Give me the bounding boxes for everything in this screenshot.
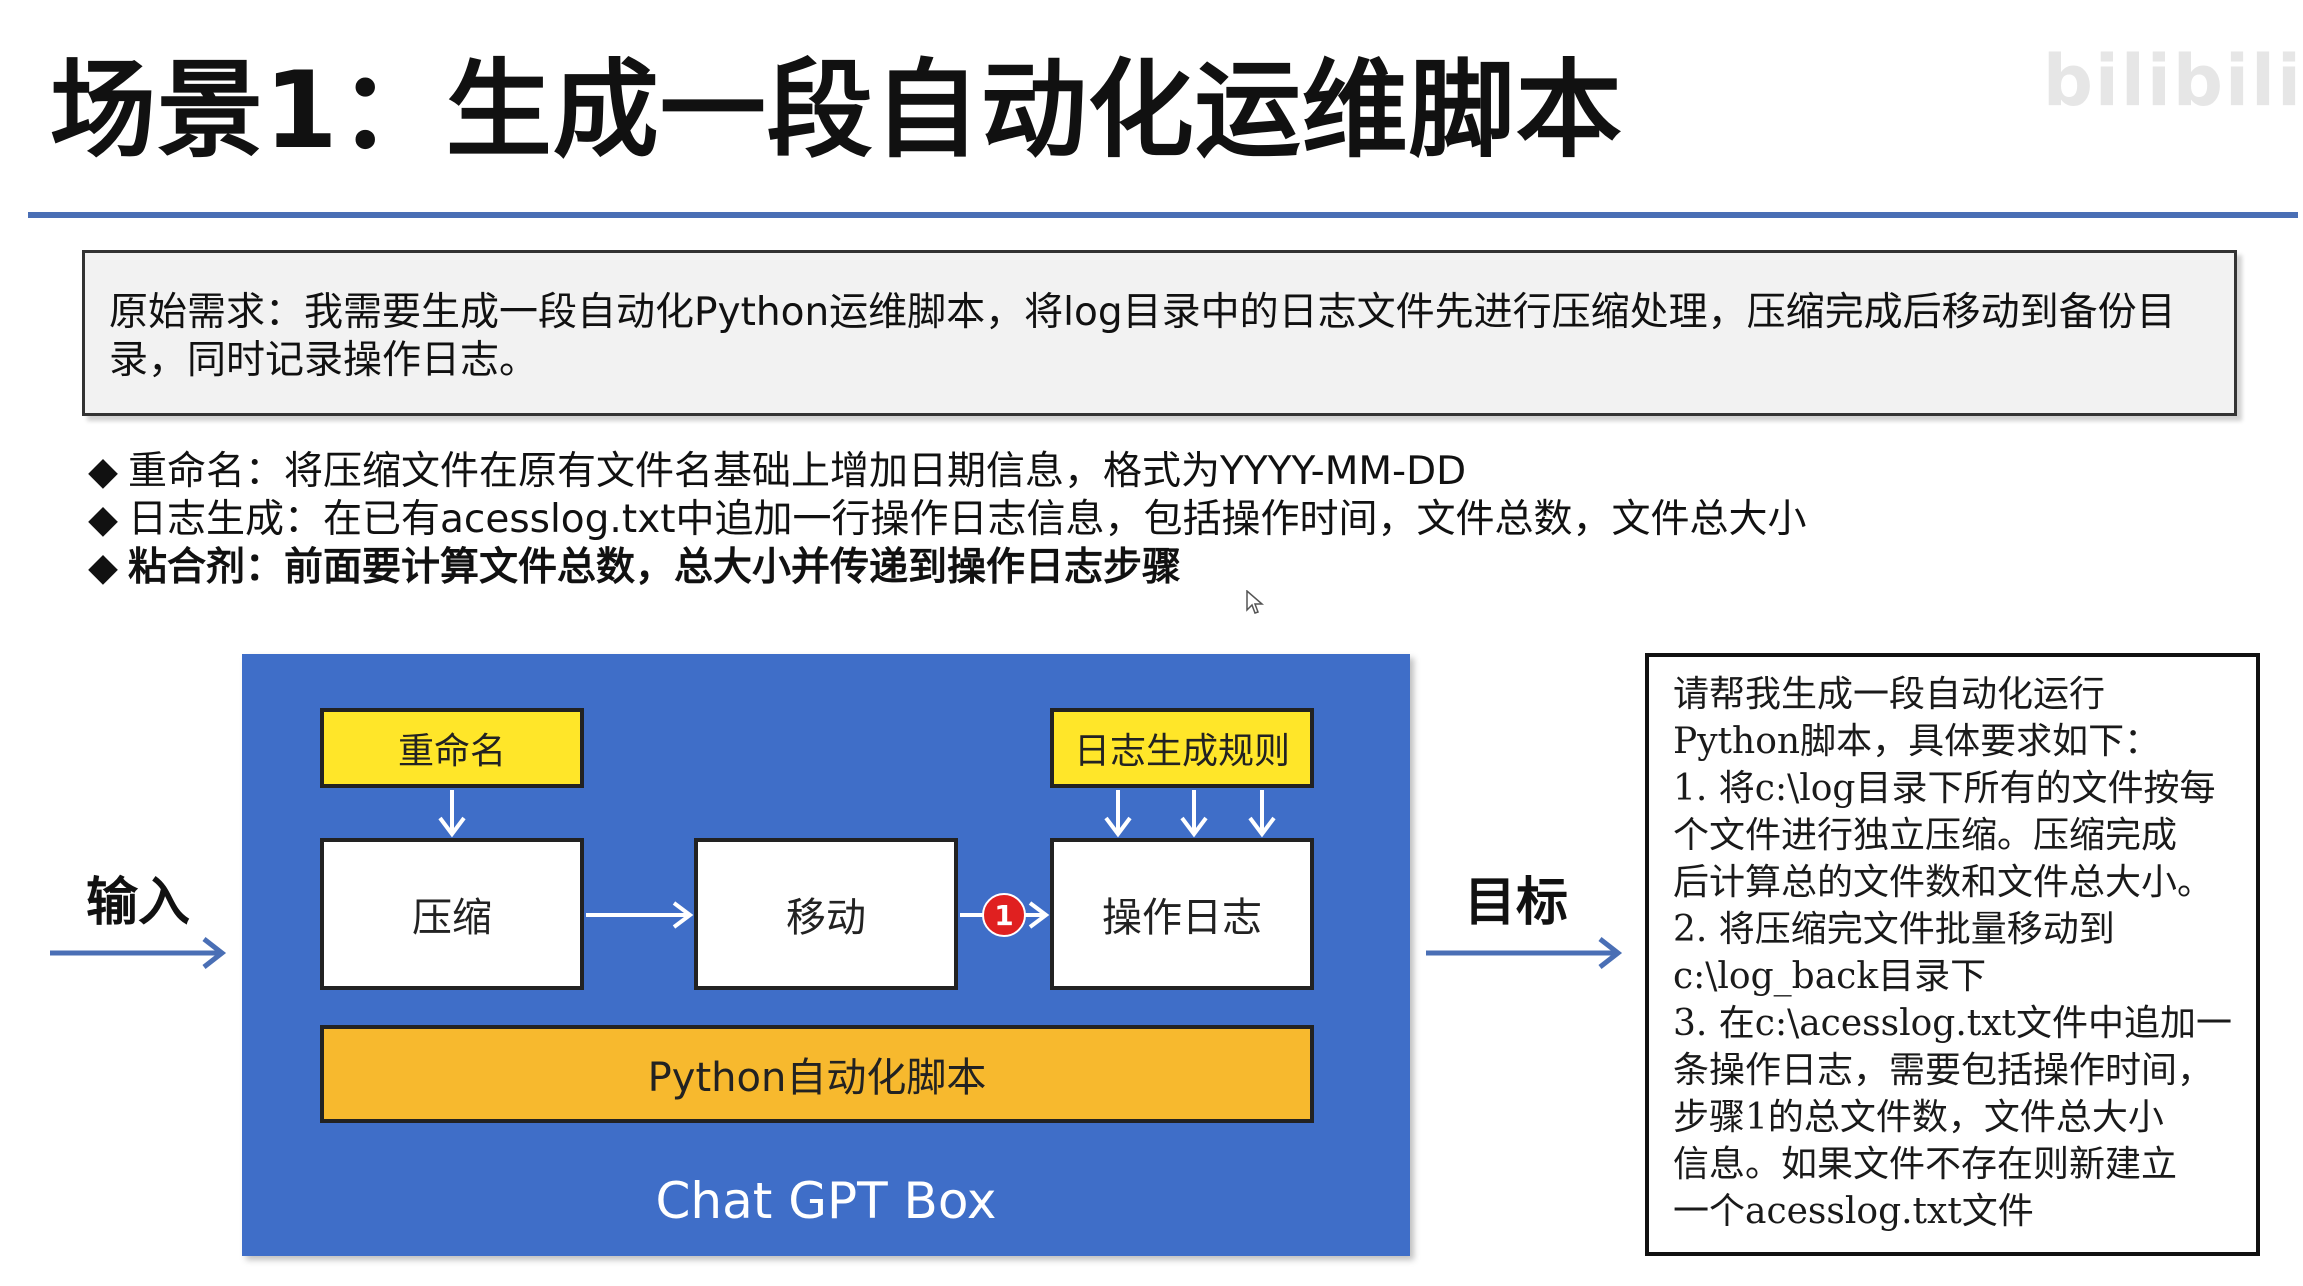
prompt-line: 1. 将c:\log目录下所有的文件按每 <box>1673 768 2216 809</box>
prompt-line: 请帮我生成一段自动化运行 <box>1673 674 2106 715</box>
mouse-cursor-icon <box>1246 590 1265 614</box>
prompt-line: 信息。如果文件不存在则新建立 <box>1673 1144 2178 1185</box>
prompt-line: 步骤1的总文件数，文件总大小 <box>1673 1097 2164 1138</box>
prompt-line: c:\log_back目录下 <box>1673 956 1987 997</box>
diamond-icon: ◆ <box>88 497 118 542</box>
input-arrow <box>50 937 227 969</box>
title-divider <box>28 212 2298 218</box>
prompt-line: 条操作日志，需要包括操作时间， <box>1673 1050 2214 1091</box>
target-label: 目标 <box>1464 873 1569 933</box>
requirement-line-1: 原始需求：我需要生成一段自动化Python运维脚本，将log目录中的日志文件先进… <box>109 290 2176 335</box>
step-badge-number: 1 <box>994 898 1014 932</box>
prompt-line: 3. 在c:\acesslog.txt文件中追加一 <box>1673 1003 2233 1044</box>
requirement-box: 原始需求：我需要生成一段自动化Python运维脚本，将log目录中的日志文件先进… <box>82 250 2237 416</box>
prompt-line: 一个acesslog.txt文件 <box>1673 1191 2034 1232</box>
prompt-line: 2. 将压缩完文件批量移动到 <box>1673 909 2115 950</box>
prompt-box: 请帮我生成一段自动化运行 Python脚本，具体要求如下： 1. 将c:\log… <box>1645 653 2260 1256</box>
requirement-line-2: 录，同时记录操作日志。 <box>109 338 539 383</box>
target-arrow <box>1426 937 1623 969</box>
bullet-rename: ◆重命名：将压缩文件在原有文件名基础上增加日期信息，格式为YYYY-MM-DD <box>88 448 1466 496</box>
bullet-text: 日志生成：在已有acesslog.txt中追加一行操作日志信息，包括操作时间，文… <box>128 497 1807 542</box>
prompt-line: Python脚本，具体要求如下： <box>1673 721 2161 762</box>
bullet-log-generation: ◆日志生成：在已有acesslog.txt中追加一行操作日志信息，包括操作时间，… <box>88 496 1807 544</box>
compress-box: 压缩 <box>320 838 584 990</box>
step-badge: 1 <box>982 893 1026 937</box>
rename-box: 重命名 <box>320 708 584 788</box>
bilibili-watermark: bilibili <box>2042 40 2303 122</box>
log-rule-box: 日志生成规则 <box>1050 708 1314 788</box>
python-script-bar: Python自动化脚本 <box>320 1025 1314 1123</box>
diamond-icon: ◆ <box>88 545 118 590</box>
diamond-icon: ◆ <box>88 449 118 494</box>
bullet-text: 粘合剂：前面要计算文件总数，总大小并传递到操作日志步骤 <box>128 545 1182 590</box>
bullet-glue: ◆粘合剂：前面要计算文件总数，总大小并传递到操作日志步骤 <box>88 544 1181 592</box>
prompt-line: 后计算总的文件数和文件总大小。 <box>1673 862 2214 903</box>
bullet-text: 重命名：将压缩文件在原有文件名基础上增加日期信息，格式为YYYY-MM-DD <box>128 449 1467 494</box>
chatgpt-box-label: Chat GPT Box <box>655 1172 997 1230</box>
move-box: 移动 <box>694 838 958 990</box>
page-title: 场景1：生成一段自动化运维脚本 <box>50 49 1623 172</box>
operation-log-box: 操作日志 <box>1050 838 1314 990</box>
input-label: 输入 <box>86 873 191 933</box>
prompt-line: 个文件进行独立压缩。压缩完成 <box>1673 815 2178 856</box>
